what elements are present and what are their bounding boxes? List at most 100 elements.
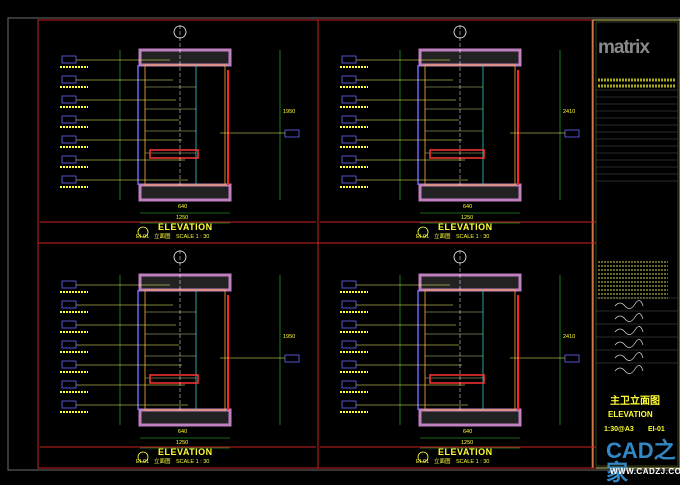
material-tag — [61, 95, 77, 104]
elevation-marker — [417, 451, 429, 463]
vanity-counter — [149, 149, 199, 159]
floor-slab — [138, 408, 232, 427]
drawing-title-cn: 主卫立面图 — [610, 396, 660, 407]
elevation-scale: SCALE 1 : 30 — [456, 234, 490, 240]
material-tag — [564, 129, 580, 138]
material-tag — [61, 115, 77, 124]
elevation-outline — [144, 64, 226, 186]
elevation-code: EI-01 — [136, 234, 150, 240]
elevation-marker — [137, 226, 149, 238]
company-logo: matrix — [598, 37, 650, 58]
material-tag — [341, 95, 357, 104]
material-tag — [341, 175, 357, 184]
sheet-border — [7, 17, 680, 471]
material-tag — [61, 360, 77, 369]
title-block-inner — [595, 21, 679, 467]
ceiling-slab — [138, 273, 232, 292]
drawing-frame — [37, 19, 593, 469]
material-tag — [341, 155, 357, 164]
dimension-text: 640 — [178, 429, 188, 435]
sheet-number: EI-01 — [648, 426, 665, 433]
material-tag — [61, 320, 77, 329]
elevation-title: ELEVATION — [438, 447, 493, 457]
elevation-scale: SCALE 1 : 30 — [456, 459, 490, 465]
material-tag — [341, 55, 357, 64]
elevation-name: 立面图 — [434, 234, 451, 240]
material-tag — [61, 400, 77, 409]
material-tag — [61, 280, 77, 289]
material-tag — [341, 135, 357, 144]
material-tag — [61, 55, 77, 64]
signature — [614, 365, 644, 374]
dimension-text: 1250 — [176, 215, 189, 221]
vanity-counter — [429, 374, 485, 384]
elevation-name: 立面图 — [154, 459, 171, 465]
material-tag — [61, 340, 77, 349]
signature — [614, 300, 644, 309]
ceiling-slab — [418, 48, 522, 67]
drawing-title-en: ELEVATION — [608, 410, 653, 419]
elevation-name: 立面图 — [434, 459, 451, 465]
material-tag — [284, 129, 300, 138]
section-marker — [453, 25, 467, 39]
section-marker — [453, 250, 467, 264]
elevation-code: EI-01 — [416, 459, 430, 465]
dimension-text: 2410 — [563, 109, 576, 115]
watermark-url: WWW.CADZJ.COM — [610, 467, 680, 476]
material-tag — [564, 354, 580, 363]
ceiling-slab — [138, 48, 232, 67]
vanity-counter — [429, 149, 485, 159]
signature — [614, 326, 644, 335]
material-tag — [61, 175, 77, 184]
material-tag — [61, 380, 77, 389]
elevation-title: ELEVATION — [438, 222, 493, 232]
elevation-code: EI-01 — [136, 459, 150, 465]
elevation-outline — [424, 64, 516, 186]
material-tag — [284, 354, 300, 363]
material-tag — [341, 300, 357, 309]
material-tag — [61, 300, 77, 309]
signature — [614, 313, 644, 322]
dimension-text: 1950 — [283, 334, 296, 340]
dimension-text: 640 — [463, 204, 473, 210]
vanity-counter — [149, 374, 199, 384]
elevation-title: ELEVATION — [158, 222, 213, 232]
material-tag — [341, 380, 357, 389]
dimension-text: 1250 — [461, 215, 474, 221]
elevation-name: 立面图 — [154, 234, 171, 240]
dimension-text: 1250 — [176, 440, 189, 446]
ceiling-slab — [418, 273, 522, 292]
section-marker — [173, 250, 187, 264]
elevation-marker — [417, 226, 429, 238]
dimension-text: 640 — [463, 429, 473, 435]
watermark-text: CAD之家 — [606, 438, 676, 485]
floor-slab — [418, 408, 522, 427]
material-tag — [341, 75, 357, 84]
elevation-scale: SCALE 1 : 30 — [176, 234, 210, 240]
material-tag — [341, 115, 357, 124]
material-tag — [341, 400, 357, 409]
title-block-border — [592, 19, 680, 469]
material-tag — [341, 360, 357, 369]
dimension-text: 640 — [178, 204, 188, 210]
dimension-text: 1250 — [461, 440, 474, 446]
elevation-marker — [137, 451, 149, 463]
dimension-text: 2410 — [563, 334, 576, 340]
elevation-scale: SCALE 1 : 30 — [176, 459, 210, 465]
material-tag — [61, 75, 77, 84]
material-tag — [341, 320, 357, 329]
elevation-title: ELEVATION — [158, 447, 213, 457]
signature — [614, 352, 644, 361]
elevation-code: EI-01 — [416, 234, 430, 240]
section-marker — [173, 25, 187, 39]
elevation-outline — [144, 289, 226, 411]
elevation-outline — [424, 289, 516, 411]
material-tag — [341, 280, 357, 289]
dimension-text: 1950 — [283, 109, 296, 115]
drawing-scale: 1:30@A3 — [604, 426, 634, 433]
signature — [614, 339, 644, 348]
material-tag — [61, 135, 77, 144]
floor-slab — [138, 183, 232, 202]
material-tag — [341, 340, 357, 349]
